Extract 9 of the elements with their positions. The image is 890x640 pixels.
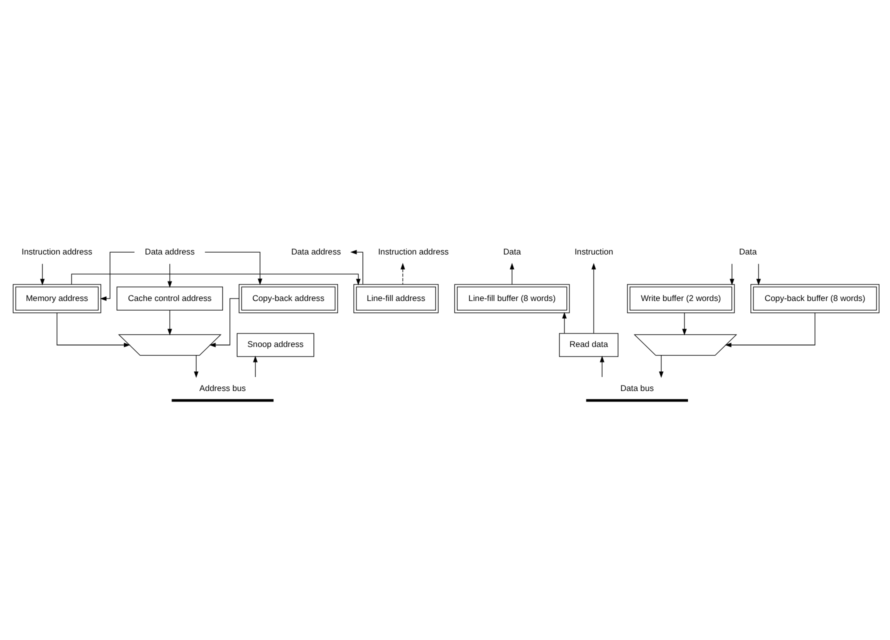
node-text: Instruction address [22, 246, 92, 256]
node-text: Data address [291, 246, 341, 256]
node-text: Instruction address [378, 246, 449, 256]
node-text: Data address [144, 246, 195, 256]
node-text: Address bus [199, 382, 246, 393]
node-text: Instruction [574, 246, 614, 256]
node-text: Data bus [620, 382, 654, 393]
node-text: Data [739, 246, 757, 256]
node-text: Data [503, 246, 521, 256]
